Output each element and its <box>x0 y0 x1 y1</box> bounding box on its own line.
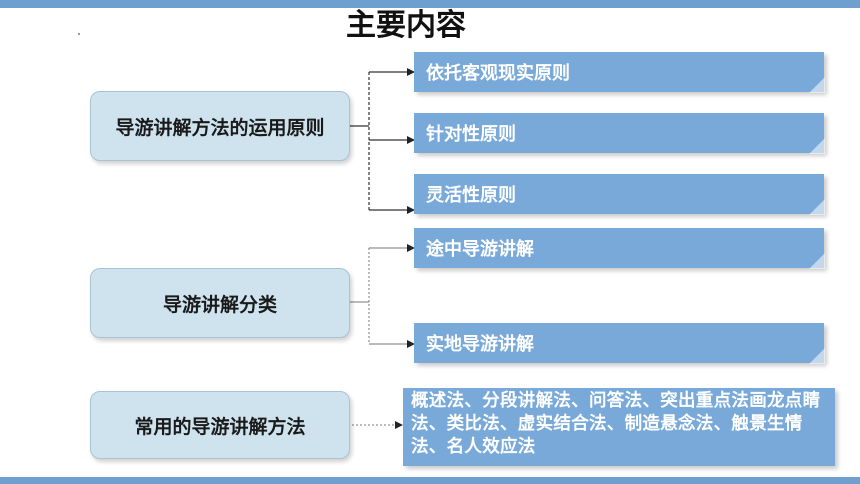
connector-group-principles <box>348 68 415 214</box>
decorative-dot <box>78 33 80 35</box>
bottom-accent-bar <box>0 477 860 484</box>
page-title: 主要内容 <box>346 8 466 43</box>
top-accent-bar <box>0 0 860 8</box>
item-label: 实地导游讲解 <box>426 334 534 355</box>
item-common-methods: 概述法、分段讲解法、问答法、突出重点法画龙点睛法、类比法、虚实结合法、制造悬念法… <box>403 388 835 466</box>
item-fold-corner <box>809 77 825 93</box>
item-label: 概述法、分段讲解法、问答法、突出重点法画龙点睛法、类比法、虚实结合法、制造悬念法… <box>411 391 821 457</box>
item-fold-corner <box>809 199 825 215</box>
item-label: 灵活性原则 <box>426 185 516 206</box>
item-en-route-guiding: 途中导游讲解 <box>414 228 825 269</box>
item-fold-corner <box>809 348 825 364</box>
item-label: 途中导游讲解 <box>426 239 534 260</box>
item-on-site-guiding: 实地导游讲解 <box>414 323 825 364</box>
item-label: 针对性原则 <box>426 124 516 145</box>
item-objective-reality-principle: 依托客观现实原则 <box>414 52 825 93</box>
category-types: 导游讲解分类 <box>90 268 350 338</box>
connector-group-types <box>348 244 415 348</box>
item-fold-corner <box>809 253 825 269</box>
item-label: 依托客观现实原则 <box>426 63 570 84</box>
item-fold-corner <box>809 138 825 154</box>
category-methods: 常用的导游讲解方法 <box>90 391 350 459</box>
item-flexibility-principle: 灵活性原则 <box>414 174 825 215</box>
category-principles: 导游讲解方法的运用原则 <box>90 91 350 161</box>
item-pertinence-principle: 针对性原则 <box>414 113 825 154</box>
